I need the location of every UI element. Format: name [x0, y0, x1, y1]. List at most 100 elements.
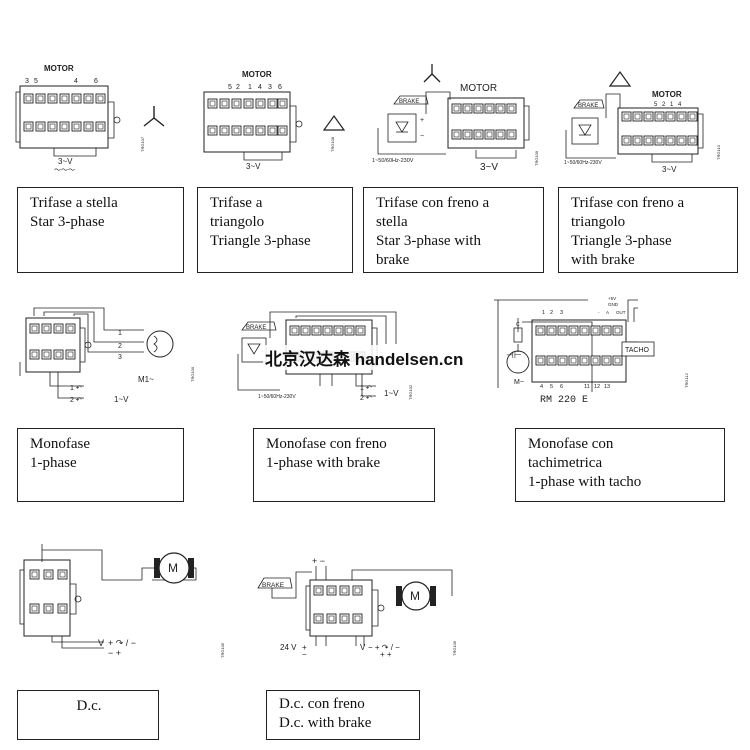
- caption-box: Trifase a stella Star 3-phase: [17, 187, 184, 273]
- triangle-brake-wiring-diagram: MOTOR 5 2 1 4 BRAKE 1~50/60Hz-230V 3~V T…: [562, 68, 732, 178]
- terminal-block: [29, 323, 76, 360]
- svg-text:BRAKE: BRAKE: [578, 103, 598, 109]
- svg-text:M~: M~: [514, 379, 524, 386]
- svg-text:12: 12: [594, 384, 600, 390]
- svg-text:1~V: 1~V: [384, 389, 399, 398]
- svg-text:3: 3: [25, 78, 29, 85]
- svg-text:1: 1: [670, 102, 674, 108]
- watermark-text: 北京汉达森 handelsen.cn: [263, 345, 466, 370]
- svg-text:+ −: + −: [312, 556, 325, 566]
- svg-text:2 ↶: 2 ↶: [360, 395, 372, 402]
- dc-motor-icon: [158, 552, 190, 584]
- svg-text:OUT: OUT: [616, 310, 626, 315]
- terminal-block: [451, 103, 517, 140]
- svg-text:6: 6: [278, 84, 282, 91]
- 1phase-wiring-diagram: 1 2 3 M1~ 1 ↶ 2 ↶ 1~V TRG100: [14, 302, 214, 408]
- dc-motor-icon: [401, 581, 431, 611]
- svg-text:3~V: 3~V: [246, 162, 261, 171]
- triangle-symbol-icon: [322, 114, 346, 131]
- svg-text:1: 1: [118, 330, 122, 337]
- dc-wiring-diagram: M V + ↷ / − − + TRG105: [12, 540, 232, 660]
- svg-text:11: 11: [584, 384, 590, 390]
- terminal-block: [29, 569, 68, 614]
- svg-text:−: −: [302, 650, 307, 658]
- svg-text:5: 5: [550, 384, 553, 390]
- svg-text:M1~: M1~: [138, 375, 154, 384]
- svg-text:1: 1: [248, 84, 252, 91]
- svg-text:+: +: [420, 117, 424, 124]
- svg-text:-: -: [598, 310, 600, 315]
- svg-text:TRG108: TRG108: [330, 136, 335, 152]
- svg-text:TRG105: TRG105: [220, 642, 225, 658]
- svg-text:MOTOR: MOTOR: [460, 83, 497, 94]
- svg-text:TRG102: TRG102: [408, 384, 413, 400]
- star-symbol-icon: [423, 64, 441, 83]
- caption-box: Trifase a triangolo Triangle 3-phase: [197, 187, 353, 273]
- caption-box: Monofase con tachimetrica 1-phase with t…: [515, 428, 725, 502]
- svg-text:6: 6: [94, 78, 98, 85]
- terminal-block: [23, 93, 106, 132]
- svg-text:M: M: [168, 561, 178, 575]
- svg-text:−: −: [420, 133, 424, 140]
- svg-text:C: C: [516, 322, 520, 328]
- svg-text:TRG110: TRG110: [716, 144, 721, 160]
- motor-label: MOTOR: [44, 64, 74, 73]
- motor-coil-icon: [146, 330, 174, 358]
- svg-text:GND: GND: [608, 302, 619, 307]
- svg-text:BRAKE: BRAKE: [399, 99, 419, 105]
- svg-text:3: 3: [268, 84, 272, 91]
- terminal-block: [207, 98, 288, 136]
- svg-text:− + ↷ / −: − + ↷ / −: [368, 643, 400, 652]
- 1phase-tacho-wiring-diagram: 1 2 3 +5V GND - A OUT C ⊣⊢ M~ TACHO 4 5: [488, 292, 708, 408]
- svg-text:3: 3: [118, 354, 122, 361]
- motor-icon: [506, 350, 530, 374]
- svg-text:2: 2: [550, 310, 553, 316]
- svg-text:TRG106: TRG106: [452, 640, 457, 656]
- svg-text:+ +: + +: [380, 650, 392, 658]
- svg-text:2: 2: [118, 343, 122, 350]
- svg-text:〜〜〜: 〜〜〜: [54, 167, 75, 174]
- caption-box: Trifase con freno a stella Star 3-phase …: [363, 187, 544, 273]
- svg-text:TRG112: TRG112: [684, 372, 689, 388]
- svg-text:TRG107: TRG107: [140, 136, 145, 152]
- svg-text:BRAKE: BRAKE: [262, 582, 285, 589]
- svg-text:+: +: [302, 643, 307, 652]
- star-wiring-diagram: MOTOR 3 5 4 6 3~V 〜〜〜 TRG107: [14, 60, 174, 178]
- dc-brake-wiring-diagram: + − BRAKE M 24 V + − V − + ↷ / − +: [252, 550, 460, 658]
- svg-text:BRAKE: BRAKE: [246, 325, 266, 331]
- terminal-block: [313, 585, 363, 624]
- svg-text:V: V: [98, 638, 104, 648]
- svg-text:1~50/60Hz-230V: 1~50/60Hz-230V: [372, 158, 414, 164]
- svg-text:A: A: [606, 310, 609, 315]
- svg-text:MOTOR: MOTOR: [652, 90, 682, 99]
- svg-text:2: 2: [662, 102, 666, 108]
- svg-text:+5V: +5V: [608, 296, 616, 301]
- caption-box: Monofase con freno 1-phase with brake: [253, 428, 435, 502]
- star-symbol-icon: [143, 106, 165, 127]
- terminal-block: [535, 325, 623, 366]
- svg-text:24 V: 24 V: [280, 643, 297, 652]
- svg-text:1~50/60Hz-230V: 1~50/60Hz-230V: [564, 160, 602, 166]
- svg-text:⊣⊢: ⊣⊢: [506, 350, 522, 360]
- caption-box: D.c. con freno D.c. with brake: [266, 690, 420, 740]
- svg-text:2 ↶: 2 ↶: [70, 397, 82, 404]
- caption-box: Trifase con freno a triangolo Triangle 3…: [558, 187, 738, 273]
- svg-text:3~V: 3~V: [480, 162, 498, 173]
- terminal-block: [621, 111, 698, 146]
- svg-text:5: 5: [654, 102, 658, 108]
- svg-text:− +: − +: [108, 648, 121, 658]
- svg-text:M: M: [410, 589, 420, 603]
- svg-text:1 ↶: 1 ↶: [360, 385, 372, 392]
- voltage-label: 3~V: [58, 157, 73, 166]
- tacho-label: TACHO: [625, 347, 650, 354]
- svg-text:1 ↶: 1 ↶: [70, 385, 82, 392]
- svg-text:4: 4: [678, 102, 682, 108]
- caption-box: D.c.: [17, 690, 159, 740]
- svg-text:TRG109: TRG109: [534, 150, 539, 166]
- svg-text:4: 4: [74, 78, 78, 85]
- svg-text:2: 2: [236, 84, 240, 91]
- svg-text:5: 5: [228, 84, 232, 91]
- svg-text:1~V: 1~V: [114, 395, 129, 404]
- svg-text:+ ↷ / −: + ↷ / −: [108, 638, 136, 648]
- model-label: RM 220 E: [540, 395, 588, 406]
